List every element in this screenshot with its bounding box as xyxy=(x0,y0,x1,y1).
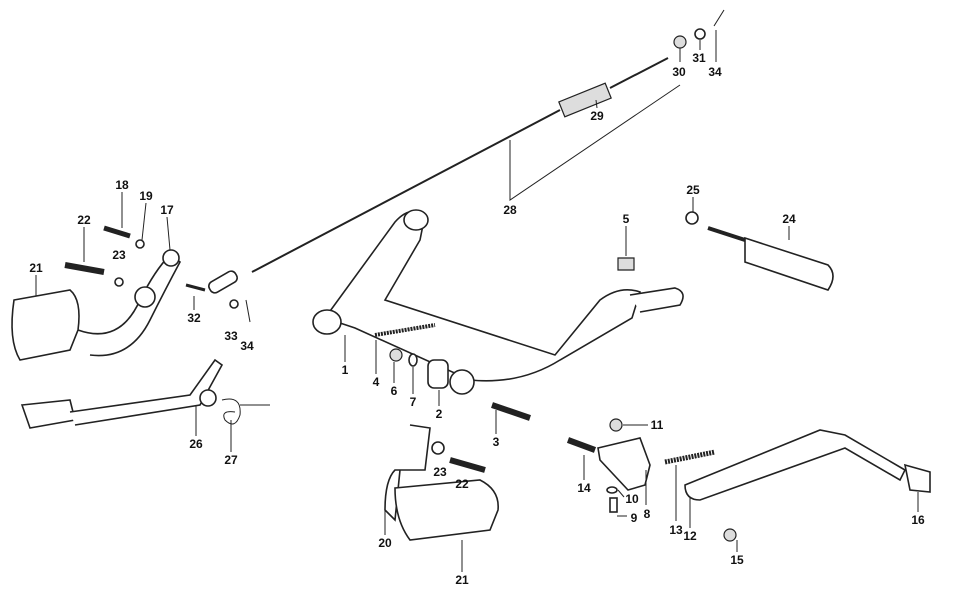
label-23: 23 xyxy=(112,248,126,262)
label-24: 24 xyxy=(782,212,796,226)
label-19: 19 xyxy=(139,189,153,203)
label-14: 14 xyxy=(577,481,591,495)
label-2: 2 xyxy=(436,407,443,421)
label-32: 32 xyxy=(187,311,201,325)
label-34b: 34 xyxy=(240,339,254,353)
collar-2 xyxy=(427,359,449,389)
cable-clevis xyxy=(208,270,238,294)
label-21: 21 xyxy=(29,261,43,275)
label-28: 28 xyxy=(503,203,517,217)
cap-5 xyxy=(617,257,635,271)
label-8: 8 xyxy=(644,507,651,521)
nut-11 xyxy=(609,418,623,432)
left-footrest xyxy=(11,225,182,361)
label-6: 6 xyxy=(391,384,398,398)
label-1: 1 xyxy=(342,363,349,377)
adjuster-nut-30 xyxy=(673,35,687,49)
pin-31 xyxy=(694,28,706,40)
nut-6 xyxy=(389,348,403,362)
cotter-pin-34 xyxy=(245,299,251,323)
label-27: 27 xyxy=(224,453,238,467)
bolt-14 xyxy=(566,437,597,453)
label-33: 33 xyxy=(224,329,238,343)
label-15: 15 xyxy=(730,553,744,567)
label-16: 16 xyxy=(911,513,925,527)
label-13: 13 xyxy=(669,523,683,537)
nut-15 xyxy=(723,528,737,542)
label-5: 5 xyxy=(623,212,630,226)
label-17: 17 xyxy=(160,203,174,217)
label-23b: 23 xyxy=(433,465,447,479)
label-22: 22 xyxy=(77,213,91,227)
label-10: 10 xyxy=(625,492,639,506)
label-7: 7 xyxy=(410,395,417,409)
washer-33 xyxy=(229,299,239,309)
shift-lever-12 xyxy=(684,429,931,542)
label-9: 9 xyxy=(631,511,638,525)
label-18: 18 xyxy=(115,178,129,192)
label-3: 3 xyxy=(493,435,500,449)
cable-boot xyxy=(558,82,612,118)
brake-pedal-26 xyxy=(20,358,270,429)
spring-4 xyxy=(374,323,436,337)
washer-7 xyxy=(408,353,418,367)
washer-10 xyxy=(606,486,618,494)
label-12: 12 xyxy=(683,529,697,543)
main-stand xyxy=(312,209,684,395)
label-21b: 21 xyxy=(455,573,469,587)
label-4: 4 xyxy=(373,375,380,389)
leader-lines xyxy=(35,30,919,572)
pin-32 xyxy=(185,283,206,292)
part-number-labels: 30 31 34 29 28 18 19 17 22 23 21 25 24 5… xyxy=(29,51,925,587)
label-26: 26 xyxy=(189,437,203,451)
brake-cable xyxy=(208,9,725,294)
bolt-3 xyxy=(491,402,531,421)
label-31: 31 xyxy=(692,51,706,65)
label-20: 20 xyxy=(378,536,392,550)
right-footrest xyxy=(384,424,499,541)
label-22b: 22 xyxy=(455,477,469,491)
bolt-9 xyxy=(609,497,618,513)
label-30: 30 xyxy=(672,65,686,79)
label-11: 11 xyxy=(651,418,664,432)
bracket-8 xyxy=(566,418,651,513)
footrest-24 xyxy=(685,211,834,291)
label-34: 34 xyxy=(708,65,722,79)
spring-27 xyxy=(221,398,270,425)
spring-13 xyxy=(664,449,716,465)
label-29: 29 xyxy=(590,109,604,123)
label-25: 25 xyxy=(686,183,700,197)
